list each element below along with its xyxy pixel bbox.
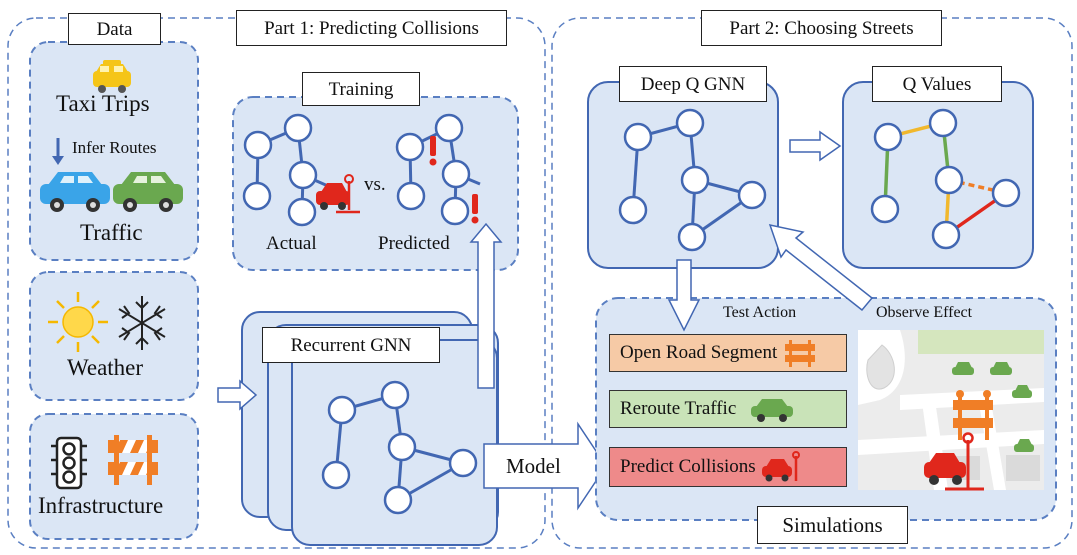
training-title: Training — [302, 72, 420, 106]
weather-label: Weather — [67, 355, 144, 380]
predicted-label: Predicted — [378, 233, 450, 254]
deep-q-gnn-title: Deep Q GNN — [619, 66, 767, 102]
collision-car-icon — [761, 451, 800, 482]
action-predict-label: Predict Collisions — [620, 456, 756, 477]
action-open-road-segment: Open Road Segment — [609, 334, 847, 372]
vs-label: vs. — [364, 174, 386, 195]
recurrent-gnn-title: Recurrent GNN — [262, 327, 440, 363]
traffic-label: Traffic — [80, 220, 143, 245]
actual-label: Actual — [266, 233, 317, 254]
data-weather-panel — [29, 271, 199, 401]
deepq-to-qvalues-arrow — [789, 130, 842, 162]
part1-title: Part 1: Predicting Collisions — [236, 10, 507, 46]
part2-title: Part 2: Choosing Streets — [701, 10, 942, 46]
action-reroute-traffic: Reroute Traffic — [609, 390, 847, 428]
action-reroute-label: Reroute Traffic — [620, 398, 737, 419]
simulations-title: Simulations — [757, 506, 908, 544]
city-map — [858, 330, 1044, 490]
green-car-icon — [113, 172, 183, 212]
action-open-road-label: Open Road Segment — [620, 342, 778, 363]
snowflake-icon — [118, 296, 166, 350]
data-to-gnn-arrow — [217, 379, 258, 411]
collision-car-icon — [316, 174, 360, 214]
blue-car-icon — [40, 172, 110, 212]
traffic-light-icon — [51, 436, 87, 490]
map-green-car-icons — [952, 362, 1034, 452]
observe-effect-label: Observe Effect — [876, 304, 973, 321]
infer-routes-arrow-icon — [52, 138, 64, 165]
map-collision-icon — [924, 432, 984, 491]
model-arrow — [483, 421, 607, 511]
gnn-to-training-arrow — [469, 222, 503, 389]
exclamation-icon — [429, 136, 479, 224]
green-car-icon — [751, 399, 794, 422]
map-barrier-icon — [953, 390, 993, 440]
action-predict-collisions: Predict Collisions — [609, 447, 847, 487]
taxi-icon — [93, 60, 131, 93]
observe-effect-arrow — [768, 223, 874, 312]
taxi-trips-label: Taxi Trips — [56, 91, 150, 116]
q-values-title: Q Values — [872, 66, 1002, 102]
infer-routes-label: Infer Routes — [72, 138, 157, 157]
deepq-to-test-action-arrow — [667, 259, 701, 332]
road-barrier-icon — [108, 435, 158, 485]
data-title-label: Data — [68, 13, 161, 45]
barrier-icon — [785, 340, 816, 367]
model-label: Model — [506, 454, 561, 478]
sun-icon — [48, 292, 108, 352]
test-action-label: Test Action — [723, 304, 797, 321]
infrastructure-label: Infrastructure — [38, 493, 164, 518]
